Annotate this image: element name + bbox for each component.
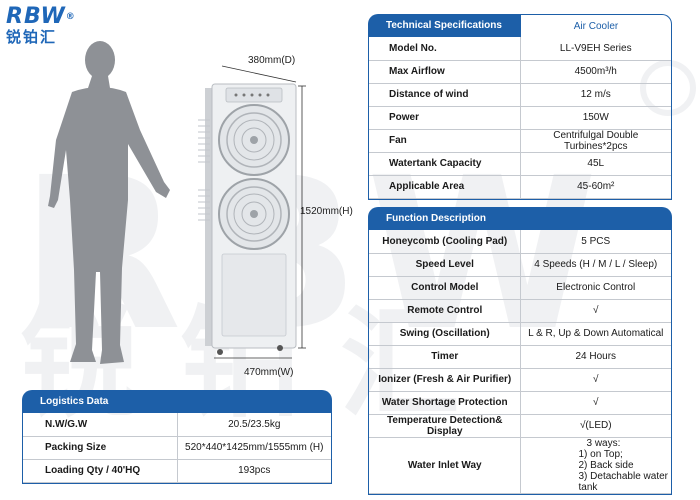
row-label: Water Inlet Way [369,437,521,494]
row-label: Swing (Oscillation) [369,322,521,346]
table-row: Ionizer (Fresh & Air Purifier)√ [369,368,671,392]
person-silhouette-icon [48,41,170,364]
row-value: 193pcs [177,459,331,483]
height-dimension: 1520mm(H) [300,206,353,217]
row-value: 150W [520,106,671,130]
row-label: Control Model [369,276,521,300]
logo-text: RBW® [6,6,76,28]
row-value: 20.5/23.5kg [177,413,331,437]
row-label: Speed Level [369,253,521,277]
row-value: √(LED) [520,414,671,438]
row-value: 4500m³/h [520,60,671,84]
row-value: 5 PCS [520,230,671,254]
row-value: L & R, Up & Down Automatical [520,322,671,346]
row-label: Temperature Detection& Display [369,414,521,438]
row-value: 45L [520,152,671,176]
function-panel: Function Description Honeycomb (Cooling … [368,207,672,495]
function-title: Function Description [368,207,672,230]
row-label: Loading Qty / 40'HQ [23,459,178,483]
row-value: 45-60m² [520,175,671,199]
tech-specs-title: Technical Specifications [368,14,520,37]
row-label: Remote Control [369,299,521,323]
row-label: Distance of wind [369,83,521,107]
dimension-lines [214,65,306,359]
row-value: √ [520,391,671,415]
logo-registered: ® [65,12,76,22]
row-label: N.W/G.W [23,413,178,437]
row-label: Max Airflow [369,60,521,84]
logo-subtitle: 锐铂汇 [6,28,58,46]
logo-wordmark: RBW [6,4,66,29]
row-label: Ionizer (Fresh & Air Purifier) [369,368,521,392]
row-label: Model No. [369,37,521,61]
row-label: Water Shortage Protection [369,391,521,415]
row-label: Watertank Capacity [369,152,521,176]
table-row: Temperature Detection& Display√(LED) [369,414,671,438]
row-value: 4 Speeds (H / M / L / Sleep) [520,253,671,277]
table-row: Honeycomb (Cooling Pad)5 PCS [369,230,671,254]
row-label: Applicable Area [369,175,521,199]
tech-specs-product-type: Air Cooler [520,14,672,37]
row-label: Packing Size [23,436,178,460]
row-value: 24 Hours [520,345,671,369]
tech-specs-panel: Technical Specifications Air Cooler Mode… [368,14,672,200]
air-cooler-icon [198,83,297,355]
water-inlet-line: 2) Back side [578,459,634,471]
table-row: Swing (Oscillation)L & R, Up & Down Auto… [369,322,671,346]
tech-specs-header: Technical Specifications Air Cooler [368,14,672,37]
row-value: √ [520,368,671,392]
width-dimension: 470mm(W) [244,367,294,378]
row-value: 520*440*1425mm/1555mm (H) [177,436,331,460]
table-row: Water Shortage Protection√ [369,391,671,415]
row-value: Electronic Control [520,276,671,300]
row-value: √ [520,299,671,323]
depth-dimension: 380mm(D) [248,55,296,66]
table-row: Remote Control√ [369,299,671,323]
table-row: Model No.LL-V9EH Series [369,37,671,61]
brand-logo: RBW® 锐铂汇 [6,6,76,47]
fan-turbine-icon [218,104,290,250]
logistics-title: Logistics Data [22,390,332,413]
row-value: LL-V9EH Series [520,37,671,61]
water-inlet-line: 1) on Top; [578,448,623,460]
row-label: Power [369,106,521,130]
row-label: Fan [369,129,521,153]
row-value: 12 m/s [520,83,671,107]
row-label: Honeycomb (Cooling Pad) [369,230,521,254]
row-label: Timer [369,345,521,369]
water-inlet-line: 3 ways: [586,437,621,449]
row-value: Centrifulgal Double Turbines*2pcs [520,129,671,153]
water-inlet-line: 3) Detachable water tank [578,470,669,493]
